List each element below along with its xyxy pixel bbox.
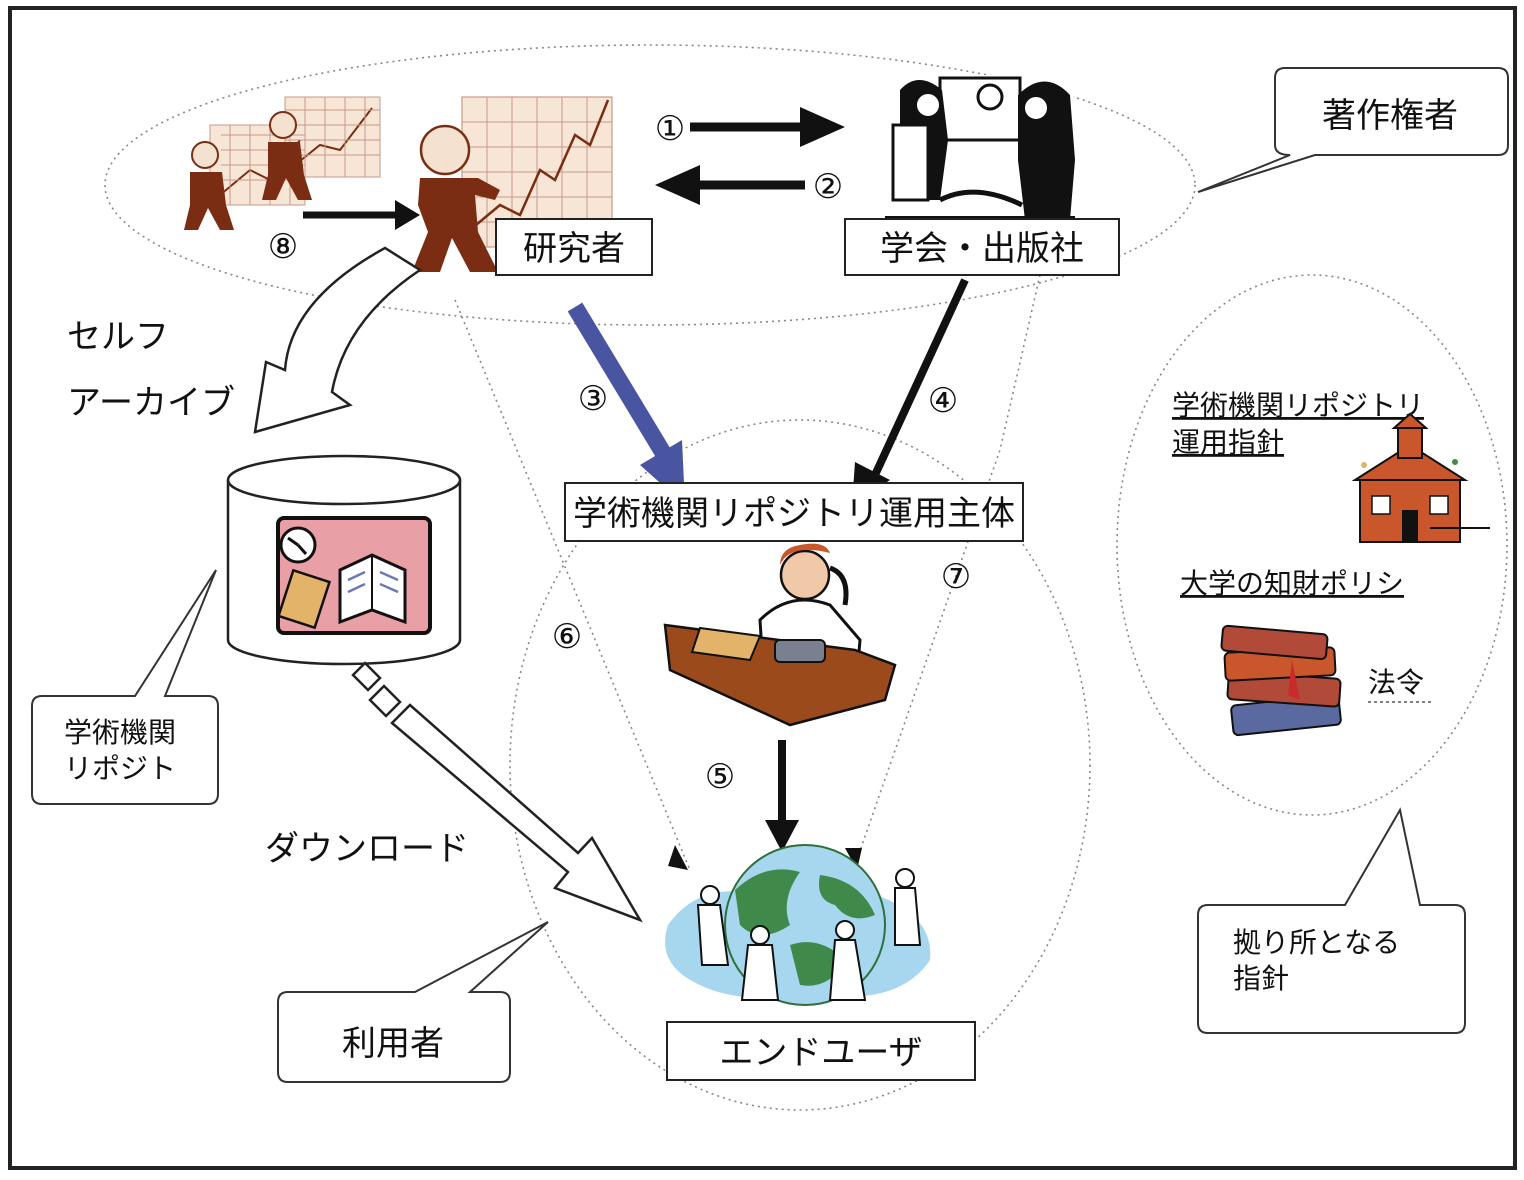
self-archive-label-2: アーカイブ [67, 383, 235, 423]
download-arrow [351, 661, 643, 923]
operator-illustration [663, 543, 897, 727]
arrow-4-shaft [871, 278, 969, 477]
researcher-figure [412, 124, 500, 272]
number-7: ⑦ [941, 557, 971, 597]
arrow-2-head [655, 165, 700, 205]
self-archive-label-1: セルフ [67, 317, 169, 357]
small-researcher-figure-2 [262, 111, 312, 200]
researcher-label: 研究者 [523, 229, 625, 269]
user-callout [277, 921, 549, 1083]
arrow-5-head [765, 820, 799, 852]
number-4: ④ [928, 381, 958, 421]
end-user-box [666, 1021, 976, 1081]
download-label: ダウンロード [265, 829, 469, 869]
copyright-holders-ellipse [104, 44, 1196, 326]
repository-callout [31, 569, 219, 805]
small-researcher-figure-1 [184, 141, 234, 230]
copyright-holder-label: 著作権者 [1322, 96, 1458, 136]
arrow-3-shaft [567, 302, 673, 461]
dotted-line-6 [454, 299, 691, 871]
copyright-holder-callout [1197, 67, 1509, 193]
researcher-box [495, 218, 653, 276]
repository-label-2: リポジト [64, 752, 176, 785]
policy-label-2: 運用指針 [1172, 426, 1284, 459]
publisher-illustration [885, 75, 1075, 225]
repository-operator-box [564, 482, 1024, 542]
arrow-8-head [395, 200, 420, 230]
guideline-label-2: 指針 [1233, 962, 1289, 995]
arrowhead-6 [668, 845, 688, 870]
self-archive-arrow [253, 246, 423, 434]
number-6: ⑥ [552, 617, 582, 657]
end-user-label: エンドユーザ [719, 1033, 922, 1073]
guidelines-ellipse [1116, 274, 1508, 816]
globe-illustration [665, 844, 931, 1006]
repository-label-1: 学術機関 [64, 716, 176, 749]
users-ellipse [509, 419, 1091, 1111]
ip-policy-label: 大学の知財ポリシ [1180, 567, 1404, 600]
guideline-label-1: 拠り所となる [1233, 926, 1400, 959]
repository-operator-label: 学術機関リポジトリ運用主体 [573, 494, 1015, 534]
number-1: ① [655, 109, 685, 149]
number-5: ⑤ [705, 757, 735, 797]
arrow-1-head [800, 107, 845, 147]
books-icon [1220, 624, 1342, 737]
repository-icon [276, 516, 432, 635]
guideline-callout [1197, 807, 1466, 1034]
number-2: ② [813, 167, 843, 207]
number-8: ⑧ [268, 227, 298, 267]
schoolhouse-icon [1351, 412, 1490, 543]
user-label: 利用者 [342, 1024, 444, 1064]
number-3: ③ [578, 379, 608, 419]
policy-label-1: 学術機関リポジトリ [1172, 389, 1424, 422]
publisher-label: 学会・出版社 [880, 229, 1084, 269]
law-label: 法令 [1368, 666, 1424, 699]
publisher-box [844, 218, 1120, 276]
